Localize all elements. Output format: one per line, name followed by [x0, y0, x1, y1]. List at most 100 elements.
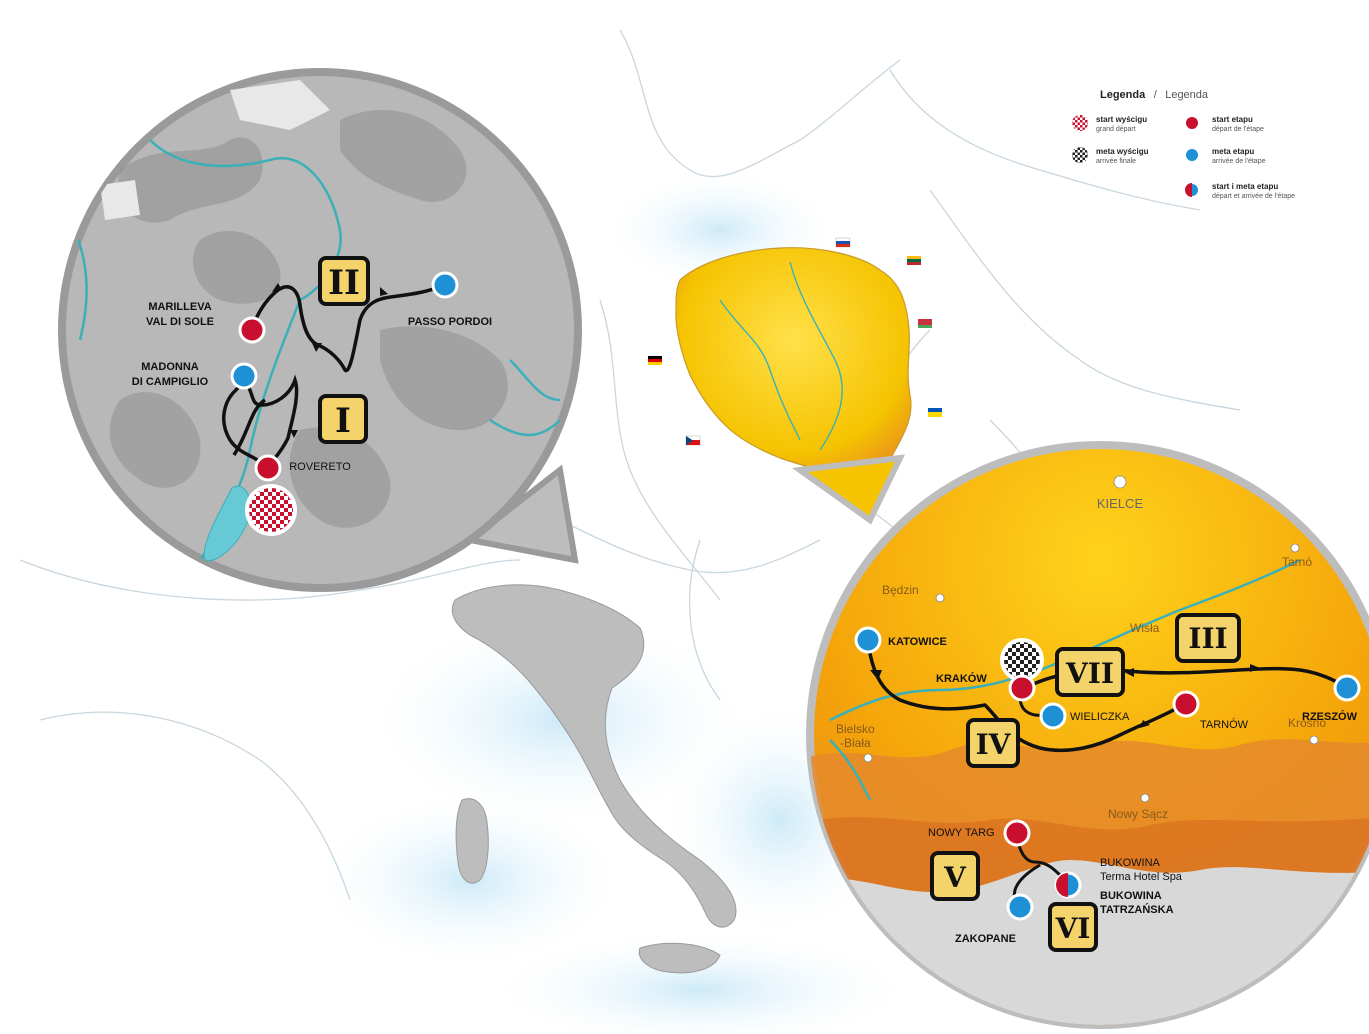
italy-terrain	[109, 110, 508, 528]
sicily-land	[638, 942, 721, 974]
svg-text:meta wyścigu: meta wyścigu	[1096, 147, 1149, 156]
legend-item-stage-start-finish: start i meta etapu départ et arrivée de …	[1184, 182, 1295, 200]
svg-text:WIELICZKA: WIELICZKA	[1070, 711, 1130, 723]
svg-text:II: II	[328, 263, 360, 303]
route-stage-1b	[232, 398, 267, 456]
svg-text:Nowy Sącz: Nowy Sącz	[1108, 807, 1168, 821]
svg-text:VAL DI SOLE: VAL DI SOLE	[146, 316, 214, 328]
stage-badge-vi: VI	[1048, 902, 1098, 952]
stage-start-marker	[1172, 690, 1200, 718]
svg-text:start wyścigu: start wyścigu	[1096, 115, 1147, 124]
svg-text:-Biała: -Biała	[840, 736, 871, 750]
legend-item-stage-start: start etapu départ de l'étape	[1184, 115, 1264, 133]
blue-marker-icon	[1184, 147, 1200, 163]
stage-finish-marker	[230, 362, 258, 390]
svg-text:BUKOWINA: BUKOWINA	[1100, 890, 1162, 902]
flag-icon	[907, 256, 921, 265]
svg-text:départ et arrivée de l'étape: départ et arrivée de l'étape	[1212, 193, 1295, 200]
stage-start-marker	[1003, 819, 1031, 847]
svg-text:PASSO PORDOI: PASSO PORDOI	[408, 316, 492, 328]
svg-text:TARNÓW: TARNÓW	[1200, 718, 1249, 731]
legend: Legenda / Legenda start wyścigu grand dé…	[1070, 85, 1295, 200]
svg-text:start etapu: start etapu	[1212, 115, 1253, 124]
stage-start-finish-marker	[1054, 871, 1082, 899]
route-arrow-icon	[870, 664, 1260, 728]
legend-item-stage-finish: meta etapu arrivée de l'étape	[1184, 147, 1266, 165]
italy-place-labels: MARILLEVA VAL DI SOLE MADONNA DI CAMPIGL…	[132, 301, 492, 473]
svg-text:KRAKÓW: KRAKÓW	[936, 672, 987, 685]
stage-start-marker	[1008, 674, 1036, 702]
flag-icon	[685, 435, 701, 446]
svg-text:IV: IV	[976, 728, 1012, 761]
legend-item-race-start: start wyścigu grand départ	[1070, 113, 1147, 133]
flag-icon	[928, 408, 942, 417]
poland-land	[675, 247, 912, 480]
svg-text:meta etapu: meta etapu	[1212, 147, 1254, 156]
stage-finish-marker	[854, 626, 882, 654]
italy-inset: II I MARILLEVA VAL DI SOLE MADONNA DI CA…	[58, 68, 582, 592]
stage-finish-marker	[431, 271, 459, 299]
stage-badge-iii: III	[1175, 613, 1241, 663]
svg-text:TATRZAŃSKA: TATRZAŃSKA	[1100, 903, 1174, 916]
svg-text:VI: VI	[1055, 912, 1091, 945]
stage-badge-v: V	[930, 851, 980, 901]
svg-text:DI CAMPIGLIO: DI CAMPIGLIO	[132, 376, 209, 388]
svg-text:I: I	[335, 401, 351, 441]
svg-text:Wisła: Wisła	[1130, 621, 1160, 635]
svg-text:MARILLEVA: MARILLEVA	[148, 301, 211, 313]
checkered-flag-icon	[1070, 113, 1090, 133]
red-marker-icon	[1184, 115, 1200, 131]
flag-icon	[918, 319, 932, 328]
stage-badge-i: I	[318, 394, 368, 444]
race-start-marker	[245, 484, 297, 536]
svg-text:BUKOWINA: BUKOWINA	[1100, 857, 1161, 869]
race-finish-marker	[1000, 638, 1044, 682]
italy-inset-pointer	[462, 464, 579, 564]
sardinia-land	[455, 798, 489, 884]
svg-text:Krosno: Krosno	[1288, 716, 1326, 730]
legend-item-race-finish: meta wyścigu arrivée finale	[1070, 145, 1149, 165]
flag-icon	[835, 237, 851, 248]
legend-title: Legenda / Legenda	[1100, 85, 1209, 102]
svg-text:ROVERETO: ROVERETO	[289, 461, 351, 473]
checkered-flag-icon	[1070, 145, 1090, 165]
svg-text:V: V	[943, 861, 967, 894]
italy-light-region	[100, 180, 140, 220]
svg-text:NOWY TARG: NOWY TARG	[928, 827, 995, 839]
svg-text:Bielsko: Bielsko	[836, 722, 875, 736]
svg-text:grand départ: grand départ	[1096, 126, 1136, 133]
route-arrow-icon	[272, 283, 388, 438]
poland-place-labels: KIELCE Tarnó Będzin KATOWICE KRAKÓW Wisł…	[836, 496, 1358, 945]
svg-text:VII: VII	[1065, 657, 1114, 690]
stage-badge-iv: IV	[966, 718, 1020, 768]
svg-text:III: III	[1188, 622, 1227, 655]
stage-start-marker	[238, 316, 266, 344]
italy-land	[451, 584, 737, 928]
stage-start-marker	[254, 454, 282, 482]
svg-text:start i meta etapu: start i meta etapu	[1212, 182, 1278, 191]
poland-inset: III VII IV V VI KIELCE Tarnó Będzin KATO…	[791, 441, 1369, 1029]
stage-finish-marker	[1333, 674, 1361, 702]
europe-borders	[19, 29, 1241, 901]
flag-icon	[648, 356, 662, 365]
svg-text:Będzin: Będzin	[882, 583, 919, 597]
lake-garda	[203, 485, 251, 562]
svg-text:Tarnó: Tarnó	[1282, 555, 1312, 569]
svg-text:ZAKOPANE: ZAKOPANE	[955, 933, 1016, 945]
svg-text:arrivée de l'étape: arrivée de l'étape	[1212, 158, 1266, 165]
stage-finish-marker	[1039, 702, 1067, 730]
svg-text:MADONNA: MADONNA	[141, 361, 198, 373]
poland-rivers	[719, 261, 843, 451]
town-dots	[863, 475, 1319, 803]
italy-light-region	[230, 80, 330, 130]
stage-finish-marker	[1006, 893, 1034, 921]
svg-text:Terma Hotel Spa: Terma Hotel Spa	[1100, 871, 1183, 883]
svg-text:RZESZÓW: RZESZÓW	[1302, 710, 1358, 723]
svg-text:KIELCE: KIELCE	[1097, 496, 1144, 511]
stage-badge-ii: II	[318, 256, 370, 306]
svg-text:départ de l'étape: départ de l'étape	[1212, 126, 1264, 133]
svg-text:arrivée finale: arrivée finale	[1096, 158, 1136, 165]
stage-badge-vii: VII	[1055, 647, 1125, 697]
svg-text:KATOWICE: KATOWICE	[888, 636, 947, 648]
